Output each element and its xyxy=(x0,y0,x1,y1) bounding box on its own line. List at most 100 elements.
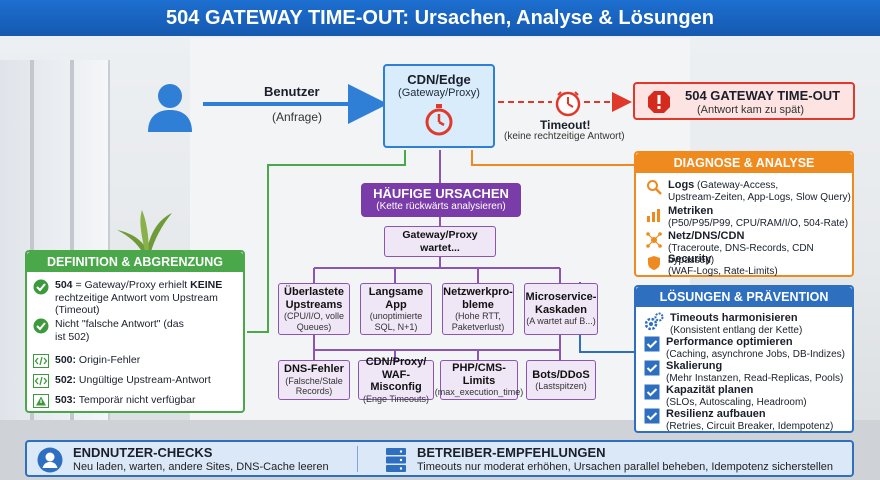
checkbox-icon xyxy=(644,360,660,376)
checkbox-icon xyxy=(644,408,660,424)
user-label: Benutzer xyxy=(264,84,320,99)
cause-title: Überlastete Upstreams xyxy=(284,286,344,311)
clock-icon xyxy=(555,91,581,117)
solution-item-resilience[interactable]: Resilienz aufbauen(Retries, Circuit Brea… xyxy=(644,408,833,432)
bar-chart-icon xyxy=(647,209,660,222)
cause-overloaded-upstreams[interactable]: Überlastete Upstreams (CPU/I/O, volle Qu… xyxy=(278,283,350,335)
cause-sub: (Hohe RTT, Paketverlust) xyxy=(451,311,505,332)
cause-cdn-waf-misconfig[interactable]: CDN/Proxy/ WAF-Misconfig (Enge Timeouts) xyxy=(358,356,434,404)
cause-sub: (A wartet auf B...) xyxy=(526,316,596,327)
timeout-label: Timeout! xyxy=(540,118,591,132)
cause-sub: (unoptimierte SQL, N+1) xyxy=(369,311,423,332)
link-definition xyxy=(247,150,406,333)
sol-sub: (Mehr Instanzen, Read-Replicas, Pools) xyxy=(666,372,844,384)
cause-network-problems[interactable]: Netzwerkpro-bleme (Hohe RTT, Paketverlus… xyxy=(442,283,514,335)
magnifier-icon xyxy=(647,180,662,195)
def-text: Ungültige Upstream-Antwort xyxy=(76,374,211,386)
cause-microservice-cascades[interactable]: Microservice-Kaskaden (A wartet auf B...… xyxy=(524,283,598,335)
cdn-title: CDN/Edge xyxy=(407,72,471,87)
code-icon xyxy=(33,374,49,388)
recommendations-bar: ENDNUTZER-CHECKS Neu laden, warten, ande… xyxy=(25,440,854,477)
code-icon xyxy=(33,354,49,368)
cause-sub: (max_execution_time) xyxy=(434,387,524,398)
causes-subtitle: (Kette rückwärts analysieren) xyxy=(376,201,506,212)
cause-root-sub: wartet... xyxy=(420,241,460,254)
checkbox-icon xyxy=(644,384,660,400)
link-diagnose xyxy=(471,150,634,166)
network-icon xyxy=(646,232,662,248)
cause-root-gateway[interactable]: Gateway/Proxy wartet... xyxy=(384,226,496,257)
def-text: Nicht "falsche Antwort" (das ist 502) xyxy=(55,318,184,343)
diagnose-item-network[interactable]: Netz/DNS/CDN (Traceroute, DNS-Records, C… xyxy=(646,230,852,267)
causes-header: HÄUFIGE URSACHEN (Kette rückwärts analys… xyxy=(361,183,521,217)
shield-icon xyxy=(648,256,660,270)
cause-title: Microservice-Kaskaden xyxy=(525,291,597,316)
diagnose-panel: DIAGNOSE & ANALYSE Logs (Gateway-Access,… xyxy=(634,151,854,277)
page-title: 504 GATEWAY TIME-OUT: Ursachen, Analyse … xyxy=(0,0,880,36)
solution-item-scaling[interactable]: Skalierung(Mehr Instanzen, Read-Replicas… xyxy=(644,360,843,384)
cause-bots-ddos[interactable]: Bots/DDoS (Lastspitzen) xyxy=(526,360,596,400)
check-icon xyxy=(33,279,49,295)
definition-item-502[interactable]: 502: Ungültige Upstream-Antwort xyxy=(33,374,241,388)
causes-title: HÄUFIGE URSACHEN xyxy=(373,186,509,201)
solutions-title: LÖSUNGEN & PRÄVENTION xyxy=(636,287,852,307)
enduser-checks-text: Neu laden, warten, andere Sites, DNS-Cac… xyxy=(73,461,329,473)
solution-item-timeouts[interactable]: Timeouts harmonisieren(Konsistent entlan… xyxy=(644,312,802,336)
enduser-checks-title: ENDNUTZER-CHECKS xyxy=(73,445,213,460)
operator-recommendations-title: BETREIBER-EMPFEHLUNGEN xyxy=(417,445,606,460)
definition-item-not-wrong[interactable]: Nicht "falsche Antwort" (das ist 502) xyxy=(33,318,195,343)
def-pre: 503: xyxy=(55,394,77,406)
error-504-box[interactable]: 504 GATEWAY TIME-OUT (Antwort kam zu spä… xyxy=(633,82,855,120)
sol-sub: (Retries, Circuit Breaker, Idempotenz) xyxy=(666,420,834,432)
sol-sub: (Caching, asynchrone Jobs, DB-Indizes) xyxy=(666,348,845,360)
definition-item-500[interactable]: 500: Origin-Fehler xyxy=(33,354,241,368)
diag-text2: (P50/P95/P99, CPU/RAM/I/O, 504-Rate) xyxy=(668,218,849,230)
cause-title: Langsame App xyxy=(368,286,424,311)
timeout-subtitle: (keine rechtzeitige Antwort) xyxy=(504,131,625,142)
definition-item-503[interactable]: 503: Temporär nicht verfügbar xyxy=(33,394,241,408)
def-pre: 504 xyxy=(55,279,73,291)
sol-title: Performance optimieren xyxy=(666,336,793,348)
sol-title: Kapazität planen xyxy=(666,384,754,396)
diag-title: Security xyxy=(668,253,712,265)
diag-text2: Upstream-Zeiten, App-Logs, Slow Query) xyxy=(668,192,851,204)
solutions-panel: LÖSUNGEN & PRÄVENTION Timeouts harmonisi… xyxy=(634,285,854,433)
check-icon xyxy=(33,318,49,334)
cause-slow-app[interactable]: Langsame App (unoptimierte SQL, N+1) xyxy=(360,283,432,335)
checkbox-icon xyxy=(644,336,660,352)
operator-recommendations-text: Timeouts nur moderat erhöhen, Ursachen p… xyxy=(417,461,833,473)
cause-php-cms-limits[interactable]: PHP/CMS-Limits (max_execution_time) xyxy=(435,360,523,400)
definition-title: DEFINITION & ABGRENZUNG xyxy=(27,252,243,272)
sol-sub: (Konsistent entlang der Kette) xyxy=(670,324,803,336)
definition-panel: DEFINITION & ABGRENZUNG 504 = Gateway/Pr… xyxy=(25,250,245,413)
plant-icon xyxy=(117,210,172,263)
sol-title: Resilienz aufbauen xyxy=(666,408,766,420)
definition-item-504[interactable]: 504 = Gateway/Proxy erhielt KEINE rechtz… xyxy=(33,279,241,317)
solution-item-capacity[interactable]: Kapazität planen(SLOs, Autoscaling, Head… xyxy=(644,384,807,408)
user-circle-icon xyxy=(37,447,63,473)
solution-item-performance[interactable]: Performance optimieren(Caching, asynchro… xyxy=(644,336,845,360)
sol-title: Skalierung xyxy=(666,360,723,372)
diag-title: Metriken xyxy=(668,205,714,217)
error-title: 504 GATEWAY TIME-OUT xyxy=(685,88,841,103)
diagnose-item-logs[interactable]: Logs (Gateway-Access, Upstream-Zeiten, A… xyxy=(646,179,851,204)
diagnose-title: DIAGNOSE & ANALYSE xyxy=(636,153,852,173)
diagnose-item-metrics[interactable]: Metriken (P50/P95/P99, CPU/RAM/I/O, 504-… xyxy=(646,205,848,230)
user-icon xyxy=(148,84,192,132)
gears-icon xyxy=(644,312,664,331)
def-text: Origin-Fehler xyxy=(76,354,141,366)
stopwatch-icon xyxy=(425,104,453,136)
sol-sub: (SLOs, Autoscaling, Headroom) xyxy=(666,396,807,408)
cause-dns-error[interactable]: DNS-Fehler (Falsche/Stale Records) xyxy=(278,360,350,400)
cause-title: CDN/Proxy/ WAF-Misconfig xyxy=(365,355,427,394)
diagnose-item-security[interactable]: Security (WAF-Logs, Rate-Limits) xyxy=(646,253,778,278)
error-subtitle: (Antwort kam zu spät) xyxy=(697,104,804,116)
def-text2: rechtzeitige Antwort vom Upstream (Timeo… xyxy=(55,291,218,317)
cause-title: PHP/CMS-Limits xyxy=(452,362,506,387)
def-bold: KEINE xyxy=(190,279,223,291)
diag-title: Logs xyxy=(668,179,695,191)
server-icon xyxy=(386,448,406,472)
cdn-edge-node[interactable]: CDN/Edge (Gateway/Proxy) xyxy=(383,64,495,148)
causes-tree xyxy=(313,150,561,360)
cause-title: Netzwerkpro-bleme xyxy=(443,286,513,311)
